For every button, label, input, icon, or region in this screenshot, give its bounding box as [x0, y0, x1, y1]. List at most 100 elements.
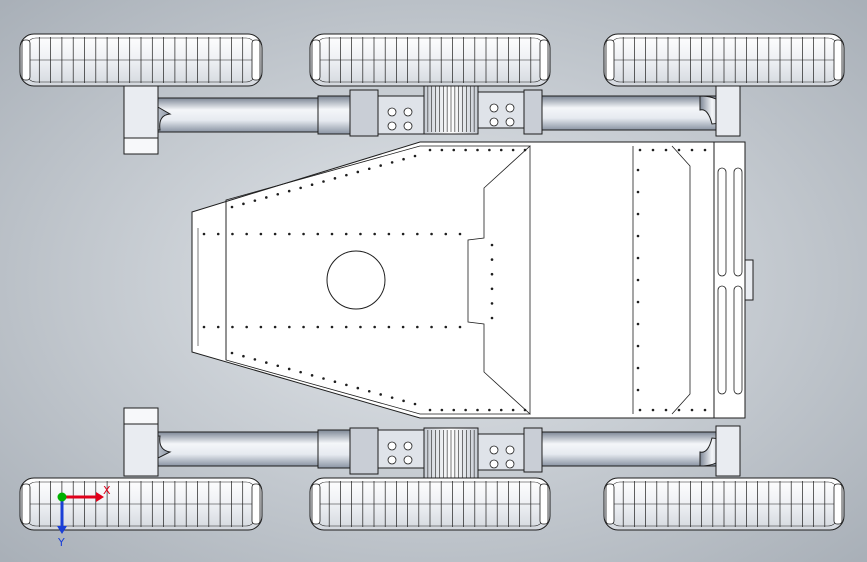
- rivet: [367, 389, 371, 393]
- rivet: [511, 148, 515, 152]
- rivet: [287, 367, 291, 371]
- rivet: [265, 361, 268, 364]
- rivet: [287, 189, 291, 193]
- rivet: [299, 186, 302, 190]
- rivet: [367, 167, 371, 171]
- rivet: [490, 287, 494, 291]
- rivet: [402, 399, 405, 403]
- rivet: [216, 325, 220, 329]
- triad-y-label: Y: [57, 536, 65, 549]
- rivet: [230, 205, 234, 209]
- top-arm-right-tube: [539, 95, 721, 131]
- rivet: [242, 354, 245, 358]
- top-gearbox-right: [477, 91, 527, 129]
- vent-slot: [733, 167, 743, 277]
- bottom-left-bracket: [123, 419, 159, 477]
- rivet: [356, 386, 360, 390]
- rivet: [490, 243, 494, 247]
- wheel-6: [603, 477, 845, 531]
- bottom-arm-right-tube: [539, 431, 721, 467]
- rivet: [690, 148, 694, 152]
- rivet: [488, 408, 491, 412]
- vent-slot: [717, 167, 727, 277]
- vent-slot: [717, 285, 727, 395]
- chassis-port-hole: [326, 250, 386, 310]
- rivet: [636, 190, 640, 194]
- rivet: [276, 192, 280, 196]
- top-gearbox-left: [375, 95, 425, 135]
- rivet: [490, 302, 494, 305]
- rivet: [413, 154, 417, 158]
- bottom-gearbox-right: [477, 433, 527, 471]
- rivet: [356, 170, 360, 174]
- rivet: [440, 408, 444, 412]
- rivet: [345, 173, 348, 177]
- rivet: [523, 148, 527, 152]
- rivet: [636, 322, 640, 326]
- rivet: [664, 408, 668, 412]
- rivet: [636, 278, 640, 282]
- rivet: [430, 325, 433, 329]
- bottom-left-stub: [123, 407, 159, 425]
- rivet: [490, 272, 494, 276]
- rivet: [636, 344, 640, 348]
- top-arm-left-tube: [141, 97, 323, 133]
- rivet: [288, 232, 291, 236]
- wheel-4: [19, 477, 263, 531]
- rivet: [636, 388, 640, 392]
- rivet: [310, 374, 314, 377]
- rivet: [401, 325, 405, 329]
- bottom-gearbox-left: [375, 429, 425, 469]
- rivet: [322, 180, 325, 183]
- rivet: [373, 325, 376, 329]
- rivet: [488, 148, 491, 152]
- rivet: [664, 148, 668, 152]
- rivet: [690, 408, 694, 412]
- rivet: [476, 148, 479, 152]
- rivet: [523, 408, 527, 412]
- rivet: [330, 325, 334, 329]
- rivet: [430, 232, 433, 236]
- rivet: [273, 232, 277, 236]
- rivet: [464, 408, 467, 412]
- rivet: [638, 148, 642, 152]
- rivet: [253, 199, 257, 202]
- gearbox-bolt-holes: [387, 103, 515, 469]
- rivet: [379, 164, 382, 167]
- rivet: [345, 383, 348, 387]
- rivet: [373, 232, 376, 236]
- rivet: [273, 325, 277, 329]
- motor-cooling-fins: [427, 80, 475, 482]
- wheel-1: [19, 33, 263, 87]
- rivet: [330, 232, 334, 236]
- rivet: [636, 256, 640, 260]
- rivet: [499, 148, 503, 152]
- rivet: [202, 325, 206, 329]
- rivet: [499, 408, 503, 412]
- triad-z-axis: [57, 492, 67, 502]
- rivet: [344, 232, 348, 236]
- vent-slot: [733, 285, 743, 395]
- rivet: [390, 161, 394, 164]
- rivet: [416, 325, 419, 329]
- wheel-3: [603, 33, 845, 87]
- rivet: [703, 148, 707, 152]
- triad-x-label: X: [103, 484, 111, 497]
- rivet: [316, 325, 320, 329]
- rivet: [245, 232, 248, 236]
- bottom-right-bracket: [715, 425, 741, 477]
- rivet: [259, 232, 263, 236]
- rivet: [458, 232, 462, 236]
- top-left-bracket: [123, 85, 159, 143]
- rivet: [253, 358, 257, 361]
- rivet: [202, 232, 206, 236]
- rivet: [333, 380, 337, 383]
- rivet: [636, 234, 640, 238]
- rivet: [401, 232, 405, 236]
- rivet: [245, 325, 248, 329]
- rivet: [490, 258, 494, 261]
- rivet: [677, 148, 681, 152]
- rivet: [359, 325, 362, 329]
- wheels: [19, 33, 845, 531]
